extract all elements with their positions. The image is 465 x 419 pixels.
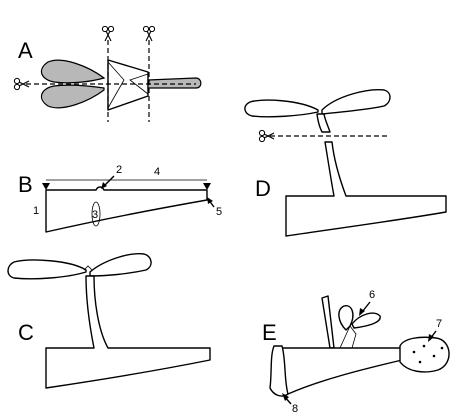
panel-e-label-6: 6 [369,289,375,301]
panel-b: B 1 2 3 4 5 [18,164,222,233]
panel-d-cotyledon-right [321,88,391,115]
panel-d-scion-stem [316,113,331,133]
panel-c: C [7,253,211,389]
panel-c-letter: C [18,320,34,345]
panel-e-label-7: 7 [436,318,442,330]
panel-d-rootstock [285,141,447,237]
panel-a: A [13,25,202,122]
panel-b-label-1: 1 [33,205,39,217]
panel-b-letter: B [18,172,33,197]
panel-e-stem [321,295,335,349]
panel-d: D [244,88,447,237]
panel-e-letter: E [262,320,277,345]
panel-a-radicle [147,77,202,89]
panel-e-body [275,347,403,396]
panel-e-label-8: 8 [292,403,298,415]
panel-c-seedling-body [45,275,211,389]
panel-e-shoot-stalk [339,325,357,349]
panel-e-callus-left [269,345,289,397]
panel-b-label-5: 5 [216,206,222,218]
panel-e: E 6 7 8 [262,289,450,415]
panel-e-callus-right [399,336,450,373]
panel-a-letter: A [18,38,33,63]
panel-a-seed-body [107,59,149,111]
panel-e-new-leaf-right [351,312,381,329]
panel-b-hypocotyl-segment [45,186,208,233]
panel-a-cotyledon-lower [40,84,105,109]
panel-b-label-4: 4 [154,166,160,178]
panel-a-cotyledon-upper [40,59,106,84]
scissors-icon [101,25,115,42]
panel-d-letter: D [255,176,271,201]
panel-c-cotyledon-left [7,259,87,280]
panel-b-label-3: 3 [92,209,98,221]
panel-e-new-leaf-left [338,305,354,331]
panel-d-cotyledon-left [244,99,319,118]
scissors-icon [142,25,156,42]
panel-b-label-2: 2 [116,164,122,176]
panel-c-cotyledon-right [89,253,152,277]
